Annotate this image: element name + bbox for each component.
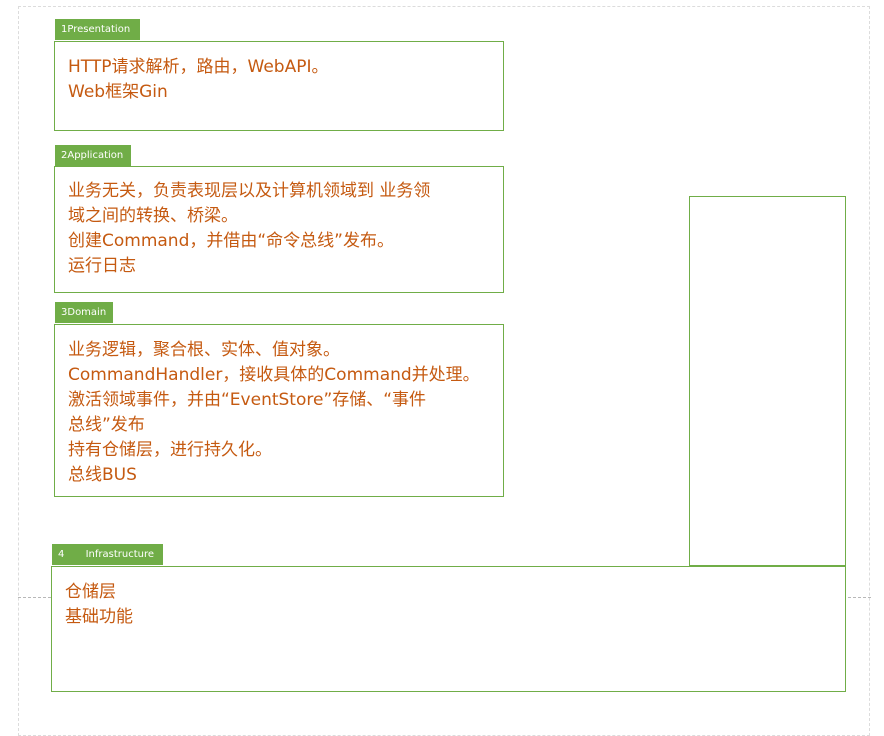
application-layer-box: 业务无关，负责表现层以及计算机领域到 业务领 域之间的转换、桥梁。 创建Comm…: [54, 166, 504, 293]
application-line: 运行日志: [68, 256, 136, 276]
side-empty-box: [689, 196, 846, 566]
domain-line: 持有仓储层，进行持久化。: [68, 440, 272, 460]
application-layer-tag: 2Application: [55, 145, 131, 166]
presentation-line: Web框架Gin: [68, 82, 168, 102]
application-line: 域之间的转换、桥梁。: [68, 206, 238, 226]
domain-line: CommandHandler，接收具体的Command并处理。: [68, 365, 480, 385]
application-layer-text: 业务无关，负责表现层以及计算机领域到 业务领 域之间的转换、桥梁。 创建Comm…: [68, 179, 430, 279]
presentation-line: HTTP请求解析，路由，WebAPI。: [68, 57, 329, 77]
domain-line: 激活领域事件，并由“EventStore”存储、“事件: [68, 390, 427, 410]
domain-line: 业务逻辑，聚合根、实体、值对象。: [68, 340, 340, 360]
infrastructure-layer-box: 仓储层 基础功能: [51, 566, 846, 692]
infrastructure-layer-text: 仓储层 基础功能: [65, 580, 133, 630]
infrastructure-layer-tag: 4 Infrastructure: [52, 544, 163, 565]
domain-line: 总线BUS: [68, 465, 137, 485]
application-line: 创建Command，并借由“命令总线”发布。: [68, 231, 394, 251]
infrastructure-line: 仓储层: [65, 582, 116, 602]
presentation-layer-box: HTTP请求解析，路由，WebAPI。 Web框架Gin: [54, 41, 504, 131]
domain-line: 总线”发布: [68, 415, 145, 435]
domain-layer-tag: 3Domain: [55, 302, 113, 323]
infrastructure-line: 基础功能: [65, 607, 133, 627]
infrastructure-tag-number: 4: [58, 549, 65, 560]
domain-layer-text: 业务逻辑，聚合根、实体、值对象。 CommandHandler，接收具体的Com…: [68, 338, 480, 488]
presentation-layer-text: HTTP请求解析，路由，WebAPI。 Web框架Gin: [68, 55, 328, 105]
domain-layer-box: 业务逻辑，聚合根、实体、值对象。 CommandHandler，接收具体的Com…: [54, 324, 504, 497]
infrastructure-tag-label: Infrastructure: [85, 549, 154, 560]
application-line: 业务无关，负责表现层以及计算机领域到 业务领: [68, 181, 431, 201]
presentation-layer-tag: 1Presentation: [55, 19, 140, 40]
